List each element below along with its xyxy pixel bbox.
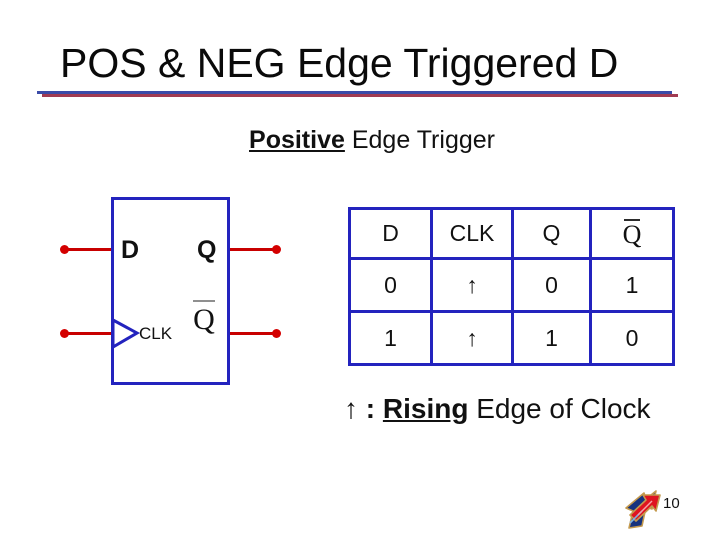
legend-rest: Edge of Clock [468, 393, 651, 424]
subtitle-emphasis: Positive [249, 126, 345, 154]
table-row: 1 ↑ 1 0 [348, 310, 675, 366]
table-row: 0 ↑ 0 1 [348, 257, 675, 313]
page-number: 10 [663, 495, 680, 512]
header-q-bar: Q [589, 207, 675, 260]
header-clk: CLK [430, 207, 514, 260]
legend-emphasis: Rising [382, 393, 469, 424]
title-underline-red [42, 94, 678, 97]
cell-q: 1 [511, 310, 592, 366]
cell-q-bar: 1 [589, 257, 675, 313]
flip-flop-q-bar-label: Q [190, 300, 218, 335]
flip-flop-clk-label: CLK [139, 324, 173, 343]
rising-edge-arrow: ↑ [344, 393, 358, 424]
cell-clk: ↑ [430, 310, 514, 366]
q-bar-output-wire [230, 332, 276, 335]
truth-table: D CLK Q Q 0 ↑ 0 1 1 ↑ 1 0 [348, 207, 675, 366]
header-q: Q [511, 207, 592, 260]
legend-line: ↑ : Rising Edge of Clock [344, 393, 651, 424]
flip-flop-d-label: D [121, 236, 140, 264]
overline [624, 218, 640, 221]
clk-input-wire [64, 332, 111, 335]
title-underline-blue [37, 91, 672, 94]
slide-title: POS & NEG Edge Triggered D [60, 40, 619, 86]
truth-table-header-row: D CLK Q Q [348, 207, 675, 260]
double-arrow-logo-icon [625, 490, 661, 529]
cell-d: 0 [348, 257, 433, 313]
q-output-terminal [272, 245, 281, 254]
q-output-wire [230, 248, 276, 251]
header-d: D [348, 207, 433, 260]
overline [193, 300, 215, 302]
q-bar-output-terminal [272, 329, 281, 338]
cell-q-bar: 0 [589, 310, 675, 366]
subtitle-rest: Edge Trigger [344, 126, 495, 154]
flip-flop-q-label: Q [197, 236, 217, 264]
flip-flop-body [111, 197, 230, 385]
d-input-terminal [60, 245, 69, 254]
clock-edge-triangle-icon [112, 317, 141, 350]
cell-d: 1 [348, 310, 433, 366]
clk-input-terminal [60, 329, 69, 338]
cell-q: 0 [511, 257, 592, 313]
slide-subtitle: Positive Edge Trigger [0, 126, 720, 155]
cell-clk: ↑ [430, 257, 514, 313]
d-input-wire [64, 248, 111, 251]
